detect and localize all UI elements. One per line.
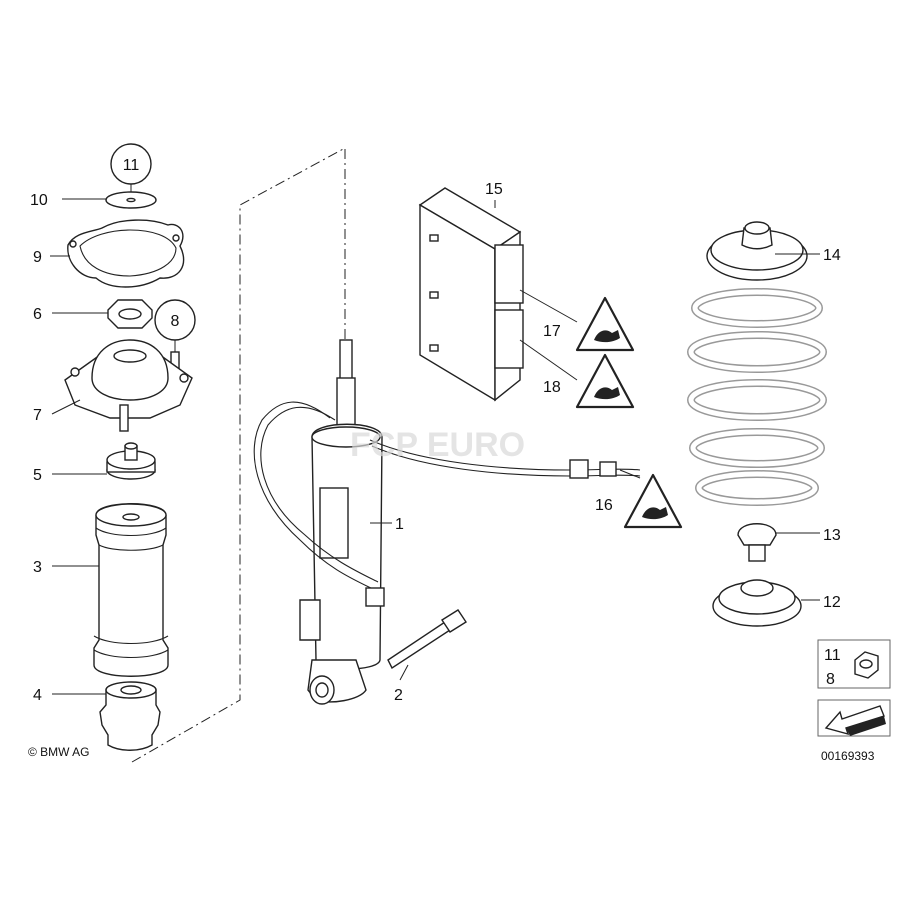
- part-5-bump-stop-cap: [106, 442, 156, 480]
- part-9-gasket: [67, 219, 185, 288]
- callout-3: 3: [33, 559, 42, 576]
- callout-12: 12: [823, 594, 841, 611]
- callout-11: 11: [123, 157, 140, 174]
- warning-triangle-17: [575, 296, 635, 352]
- watermark: FCP EURO: [350, 426, 525, 464]
- legend-label-bottom: 8: [826, 671, 835, 688]
- part-4-aux-damper: [99, 681, 161, 751]
- legend-box: 11 8: [817, 639, 891, 689]
- callout-15: 15: [485, 181, 503, 198]
- callout-14: 14: [823, 247, 841, 264]
- callout-17: 17: [543, 323, 561, 340]
- part-8-circle: [154, 299, 196, 373]
- callout-13: 13: [823, 527, 841, 544]
- callout-16: 16: [595, 497, 613, 514]
- warning-triangle-18: [575, 353, 635, 409]
- assembly-lines: [131, 147, 346, 763]
- coil-spring: [687, 288, 827, 506]
- copyright-text: © BMW AG: [28, 745, 90, 759]
- part-13-bump-nut: [737, 523, 777, 562]
- part-10-washer: [105, 191, 157, 209]
- part-7-support-bearing: [64, 339, 193, 432]
- callout-labels: 11 10 9 6 8 7 5 3 4 1 2 15 17 18 16 14 1…: [30, 157, 841, 704]
- leader-lines: [50, 198, 820, 695]
- part-15-control-unit: [418, 187, 524, 402]
- part-14-spring-plate: [706, 221, 808, 281]
- callout-4: 4: [33, 687, 42, 704]
- diagram-number: 00169393: [821, 749, 875, 763]
- part-3-bellows: [93, 503, 169, 677]
- warning-triangle-16: [623, 473, 683, 529]
- part-6-nut: [107, 299, 153, 329]
- callout-9: 9: [33, 249, 42, 266]
- callout-18: 18: [543, 379, 561, 396]
- callout-10: 10: [30, 192, 48, 209]
- callout-7: 7: [33, 407, 42, 424]
- callout-1: 1: [395, 516, 404, 533]
- part-12-lower-seat: [712, 579, 802, 627]
- part-2-bolt: [387, 609, 467, 670]
- part-1-shock-absorber: [253, 339, 641, 705]
- page-arrow-icon: [817, 699, 891, 737]
- legend-label-top: 11: [824, 647, 841, 664]
- callout-6: 6: [33, 306, 42, 323]
- callout-8: 8: [171, 313, 180, 330]
- callout-2: 2: [394, 687, 403, 704]
- callout-5: 5: [33, 467, 42, 484]
